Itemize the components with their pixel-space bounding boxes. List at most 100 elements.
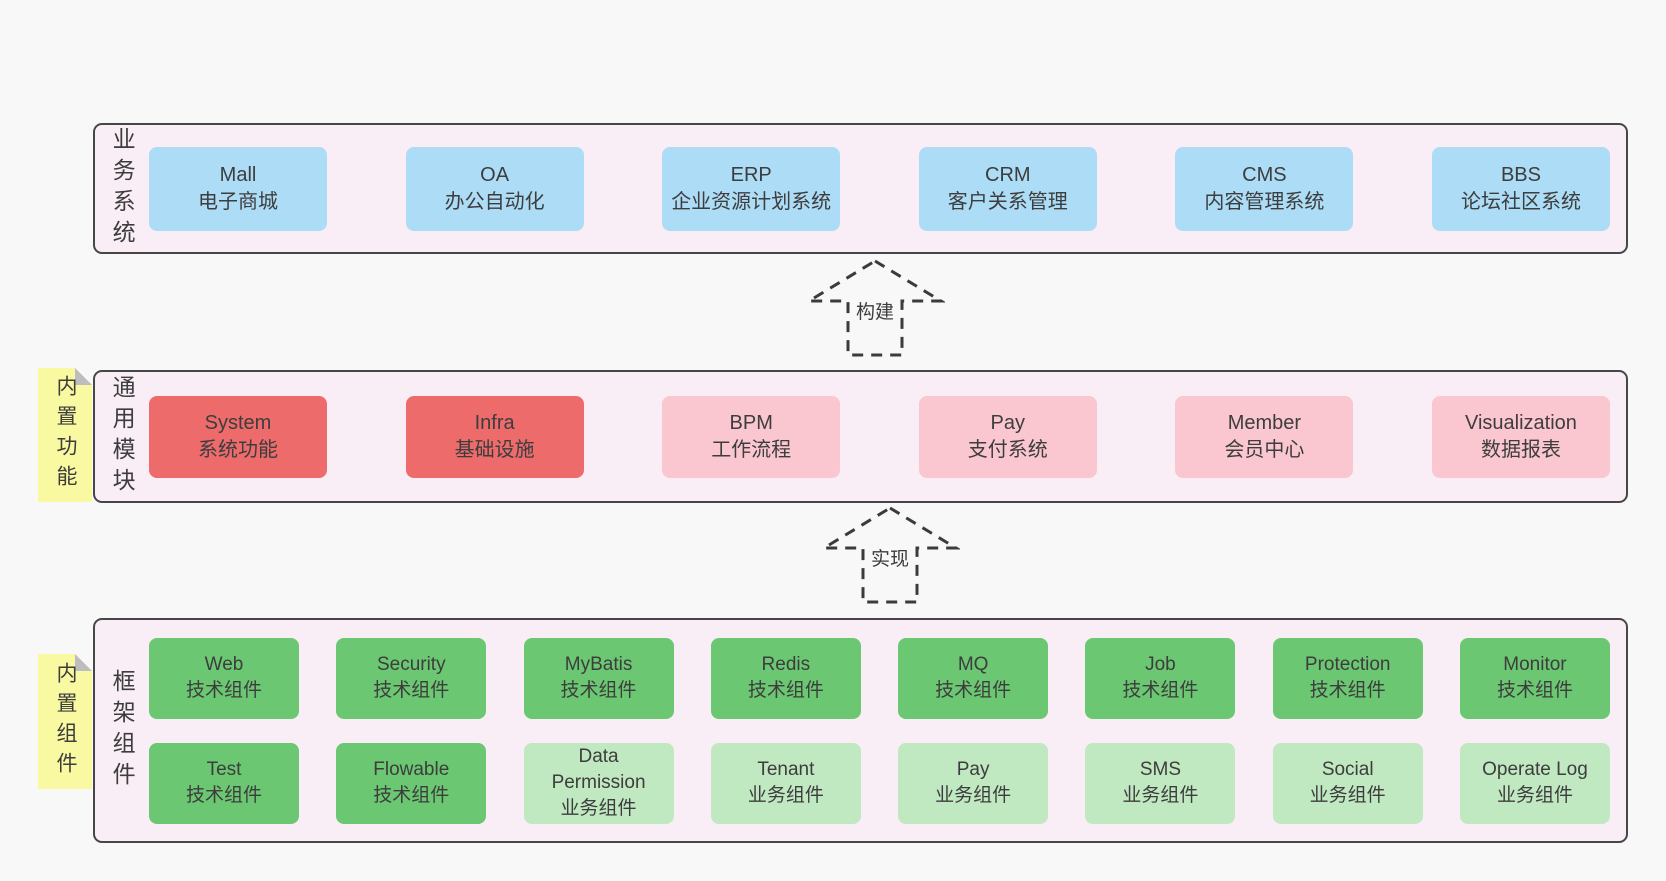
box-subtitle: 技术组件 (185, 680, 262, 701)
box-title: Flowable (373, 759, 450, 780)
box-subtitle: 办公自动化 (444, 190, 545, 213)
box-web: Web 技术组件 (149, 637, 299, 719)
sticky-text-wrap: 内置组件 (38, 654, 92, 789)
sticky-text-wrap: 内置功能 (38, 368, 92, 502)
box-subtitle: 业务组件 (1309, 785, 1386, 806)
box-title: ERP (730, 163, 772, 186)
band-business-row: Mall 电子商城 OA 办公自动化 ERP 企业资源计划系统 CRM 客户关系… (149, 146, 1610, 231)
box-cms: CMS 内容管理系统 (1175, 146, 1354, 231)
band-label-common-modules: 通用模块 (95, 372, 149, 501)
box-subtitle: 内容管理系统 (1204, 190, 1325, 213)
box-social: Social 业务组件 (1272, 742, 1423, 824)
box-title: Mall (219, 163, 257, 186)
box-title: Data Permission (551, 746, 646, 793)
up-arrow-dashed-icon (820, 506, 960, 604)
box-subtitle: 技术组件 (1122, 680, 1199, 701)
up-arrow-dashed-icon (805, 259, 945, 357)
box-data-permission: Data Permission 业务组件 (523, 742, 674, 824)
box-mall: Mall 电子商城 (149, 146, 327, 231)
sticky-built-in-features: 内置功能 (38, 368, 92, 502)
box-monitor: Monitor 技术组件 (1459, 637, 1610, 719)
band-components-row-1: Web 技术组件 Security 技术组件 MyBatis 技术组件 Redi… (149, 637, 1610, 719)
sticky-paper (38, 368, 92, 502)
box-operate-log: Operate Log 业务组件 (1459, 742, 1610, 824)
box-title: Protection (1304, 654, 1391, 675)
box-flowable: Flowable 技术组件 (336, 742, 487, 824)
box-title: System (204, 411, 272, 434)
box-title: BBS (1500, 163, 1541, 186)
box-subtitle: 业务组件 (1122, 785, 1199, 806)
box-title: Redis (761, 654, 811, 675)
band-framework-components: 框架组件 Web 技术组件 Security 技术组件 MyBatis 技术组件… (93, 618, 1628, 843)
box-erp: ERP 企业资源计划系统 (662, 146, 841, 231)
box-subtitle: 技术组件 (1309, 680, 1386, 701)
box-subtitle: 论坛社区系统 (1460, 190, 1581, 213)
box-title: MyBatis (564, 654, 633, 675)
arrow-implement-label: 实现 (865, 543, 915, 572)
sticky-label: 内置功能 (54, 375, 78, 495)
box-member: Member 会员中心 (1175, 395, 1354, 478)
arrow-implement: 实现 (820, 503, 960, 606)
box-title: Job (1145, 654, 1176, 675)
band-label-text: 业务系统 (109, 126, 136, 251)
band-label-framework-components: 框架组件 (95, 620, 149, 841)
box-pay-component: Pay 业务组件 (898, 742, 1049, 824)
box-title: MQ (957, 654, 989, 675)
box-protection: Protection 技术组件 (1272, 637, 1423, 719)
box-bpm: BPM 工作流程 (662, 395, 841, 478)
box-visualization: Visualization 数据报表 (1431, 395, 1610, 478)
band-label-business-systems: 业务系统 (95, 125, 149, 252)
box-subtitle: 技术组件 (373, 680, 450, 701)
band-components-content: Web 技术组件 Security 技术组件 MyBatis 技术组件 Redi… (149, 620, 1626, 841)
box-subtitle: 工作流程 (711, 438, 792, 461)
box-subtitle: 技术组件 (1496, 680, 1573, 701)
box-title: Test (206, 759, 242, 780)
box-title: Web (204, 654, 244, 675)
box-subtitle: 技术组件 (373, 785, 450, 806)
band-components-row-2: Test 技术组件 Flowable 技术组件 Data Permission … (149, 742, 1610, 824)
band-common-modules: 通用模块 System 系统功能 Infra 基础设施 BPM 工作流程 Pay… (93, 370, 1628, 503)
box-subtitle: 数据报表 (1480, 438, 1561, 461)
box-security: Security 技术组件 (336, 637, 487, 719)
box-sms: SMS 业务组件 (1085, 742, 1236, 824)
band-business-systems: 业务系统 Mall 电子商城 OA 办公自动化 ERP 企业资源计划系统 CRM… (93, 123, 1628, 254)
band-modules-row: System 系统功能 Infra 基础设施 BPM 工作流程 Pay 支付系统… (149, 395, 1610, 478)
band-business-content: Mall 电子商城 OA 办公自动化 ERP 企业资源计划系统 CRM 客户关系… (149, 125, 1626, 252)
box-title: CRM (985, 163, 1031, 186)
band-label-text: 通用模块 (109, 374, 136, 499)
box-tenant: Tenant 业务组件 (710, 742, 861, 824)
box-infra: Infra 基础设施 (405, 395, 584, 478)
box-redis: Redis 技术组件 (710, 637, 861, 719)
box-subtitle: 基础设施 (454, 438, 535, 461)
box-subtitle: 业务组件 (747, 785, 824, 806)
box-subtitle: 业务组件 (560, 798, 637, 819)
box-title: Security (376, 654, 446, 675)
box-title: Tenant (757, 759, 815, 780)
box-subtitle: 企业资源计划系统 (671, 190, 832, 213)
box-subtitle: 技术组件 (747, 680, 824, 701)
box-subtitle: 业务组件 (935, 785, 1012, 806)
box-subtitle: 会员中心 (1224, 438, 1305, 461)
box-title: Social (1321, 759, 1374, 780)
box-subtitle: 客户关系管理 (947, 190, 1068, 213)
box-title: OA (480, 163, 510, 186)
box-subtitle: 技术组件 (185, 785, 262, 806)
box-job: Job 技术组件 (1085, 637, 1236, 719)
box-mq: MQ 技术组件 (898, 637, 1049, 719)
arrow-build: 构建 (805, 256, 945, 359)
box-subtitle: 系统功能 (198, 438, 278, 461)
box-title: Operate Log (1482, 759, 1588, 780)
box-title: BPM (729, 411, 773, 434)
sticky-paper (38, 654, 92, 789)
arrow-build-label: 构建 (850, 296, 900, 325)
box-subtitle: 业务组件 (1496, 785, 1573, 806)
box-crm: CRM 客户关系管理 (918, 146, 1097, 231)
box-mybatis: MyBatis 技术组件 (523, 637, 674, 719)
box-test: Test 技术组件 (149, 742, 299, 824)
box-subtitle: 电子商城 (198, 190, 278, 213)
box-subtitle: 技术组件 (560, 680, 637, 701)
band-label-text: 框架组件 (109, 668, 136, 793)
box-title: Infra (474, 411, 515, 434)
box-title: Pay (956, 759, 990, 780)
